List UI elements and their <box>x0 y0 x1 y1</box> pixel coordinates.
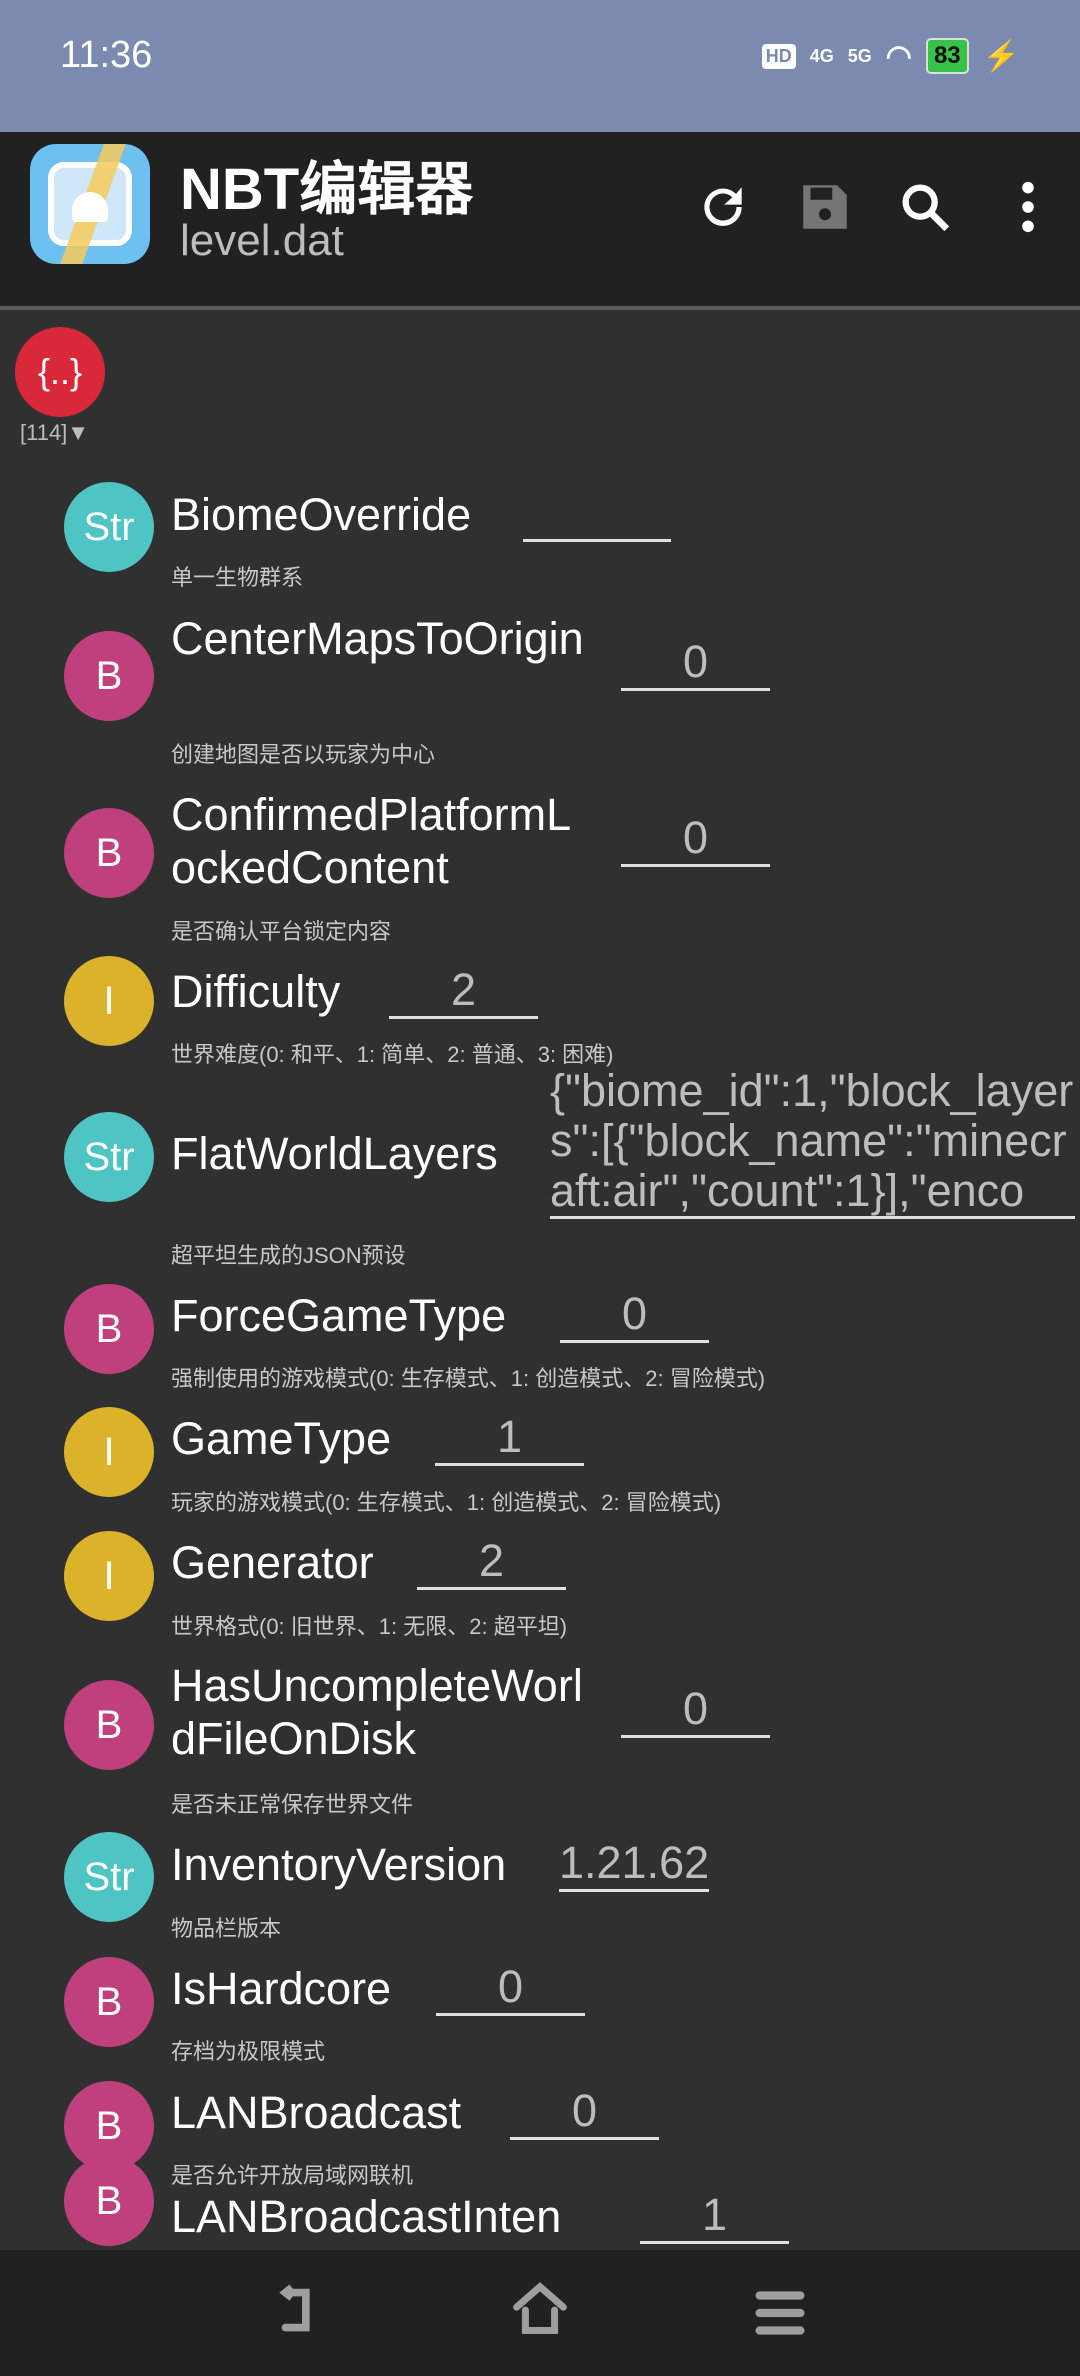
tag-value-field[interactable]: 0 <box>510 2084 659 2140</box>
tag-type-icon: Str <box>64 1112 154 1202</box>
tag-name: CenterMapsToOrigin <box>171 613 584 664</box>
app-title: NBT编辑器 <box>180 157 474 222</box>
back-icon <box>279 2284 310 2332</box>
status-bar: 11:36 HD 4G 5G ◠ 83 ⚡ <box>0 0 1080 132</box>
root-child-count[interactable]: [114]▼ <box>20 420 90 445</box>
refresh-icon <box>704 187 742 226</box>
more-options-button[interactable] <box>995 174 1061 240</box>
tag-value-field[interactable]: 0 <box>621 811 770 867</box>
refresh-button[interactable] <box>690 174 756 240</box>
more-icon <box>1022 181 1034 233</box>
tag-description: 世界难度(0: 和平、1: 简单、2: 普通、3: 困难) <box>171 1042 614 1067</box>
tag-name: ForceGameType <box>171 1290 507 1341</box>
tag-description: 世界格式(0: 旧世界、1: 无限、2: 超平坦) <box>171 1614 568 1639</box>
signal-5g-icon: 5G <box>847 45 872 66</box>
tag-description: 单一生物群系 <box>171 565 304 590</box>
tag-type-icon: B <box>64 1284 154 1374</box>
app-bar: NBT编辑器 level.dat <box>0 132 1080 308</box>
tag-type-icon: I <box>64 956 154 1046</box>
clock: 11:36 <box>60 34 153 76</box>
tag-type-icon: I <box>64 1531 154 1621</box>
tag-name: BiomeOverride <box>171 489 472 540</box>
tag-description: 是否未正常保存世界文件 <box>171 1792 414 1817</box>
tag-value-field[interactable]: 2 <box>389 963 538 1019</box>
tag-type-icon: Str <box>64 482 154 572</box>
tag-description: 强制使用的游戏模式(0: 生存模式、1: 创造模式、2: 冒险模式) <box>171 1366 766 1391</box>
tag-description: 是否允许开放局域网联机 <box>171 2163 414 2188</box>
hd-icon: HD <box>761 43 796 69</box>
menu-icon <box>755 2291 805 2335</box>
tag-name: FlatWorldLayers <box>171 1128 498 1179</box>
wifi-icon: ◠ <box>885 39 912 73</box>
search-button[interactable] <box>892 174 958 240</box>
tag-description: 是否确认平台锁定内容 <box>171 919 392 944</box>
file-name: level.dat <box>180 216 344 265</box>
home-button[interactable] <box>505 2278 575 2348</box>
tag-description: 超平坦生成的JSON预设 <box>171 1243 406 1268</box>
home-icon <box>513 2282 567 2334</box>
tag-value-field[interactable]: 0 <box>436 1960 585 2016</box>
tag-type-icon: Str <box>64 1832 154 1922</box>
signal-4g-icon: 4G <box>809 45 834 66</box>
tag-value-field[interactable]: 1 <box>435 1410 584 1466</box>
tag-value-field[interactable]: 0 <box>621 635 770 691</box>
navigation-bar <box>0 2250 1080 2376</box>
header-divider <box>0 306 1080 310</box>
tag-type-icon: B <box>64 1957 154 2047</box>
recents-menu-button[interactable] <box>745 2278 815 2348</box>
save-button[interactable] <box>792 174 858 240</box>
tag-description: 存档为极限模式 <box>171 2039 326 2064</box>
tag-value-field[interactable]: 2 <box>417 1534 566 1590</box>
tag-type-icon: B <box>64 1680 154 1770</box>
tag-description: 创建地图是否以玩家为中心 <box>171 742 436 767</box>
tag-name: InventoryVersion <box>171 1839 507 1890</box>
back-button[interactable] <box>265 2278 335 2348</box>
tag-description: 物品栏版本 <box>171 1916 282 1941</box>
app-logo <box>30 144 150 264</box>
charging-icon: ⚡ <box>982 39 1020 73</box>
tag-name: Difficulty <box>171 966 341 1017</box>
tag-type-icon: B <box>64 2156 154 2246</box>
root-compound-icon[interactable]: {..} <box>15 327 105 417</box>
tag-name: ConfirmedPlatformLockedContent <box>171 789 572 893</box>
tag-name: LANBroadcastInten <box>171 2191 562 2242</box>
tag-name: HasUncompleteWorldFileOnDisk <box>171 1660 583 1764</box>
tag-value-field[interactable]: 0 <box>621 1682 770 1738</box>
tag-type-icon: B <box>64 631 154 721</box>
tag-value-field[interactable]: 1 <box>640 2188 789 2244</box>
tag-value-field[interactable]: {"biome_id":1,"block_layers":[{"block_na… <box>550 1066 1075 1219</box>
tag-type-icon: B <box>64 2081 154 2171</box>
tag-name: IsHardcore <box>171 1963 392 2014</box>
tag-value-field[interactable]: 1.21.62 <box>559 1836 709 1892</box>
tag-name: Generator <box>171 1537 374 1588</box>
battery-icon: 83 <box>925 38 969 74</box>
tag-type-icon: I <box>64 1407 154 1497</box>
search-icon <box>902 184 950 232</box>
status-icons: HD 4G 5G ◠ 83 ⚡ <box>761 38 1020 74</box>
tag-description: 玩家的游戏模式(0: 生存模式、1: 创造模式、2: 冒险模式) <box>171 1490 722 1515</box>
save-icon <box>803 185 847 229</box>
tag-value-field[interactable]: 0 <box>560 1287 709 1343</box>
tag-type-icon: B <box>64 808 154 898</box>
tag-name: GameType <box>171 1413 392 1464</box>
tag-value-field[interactable] <box>523 486 671 542</box>
tag-name: LANBroadcast <box>171 2087 462 2138</box>
